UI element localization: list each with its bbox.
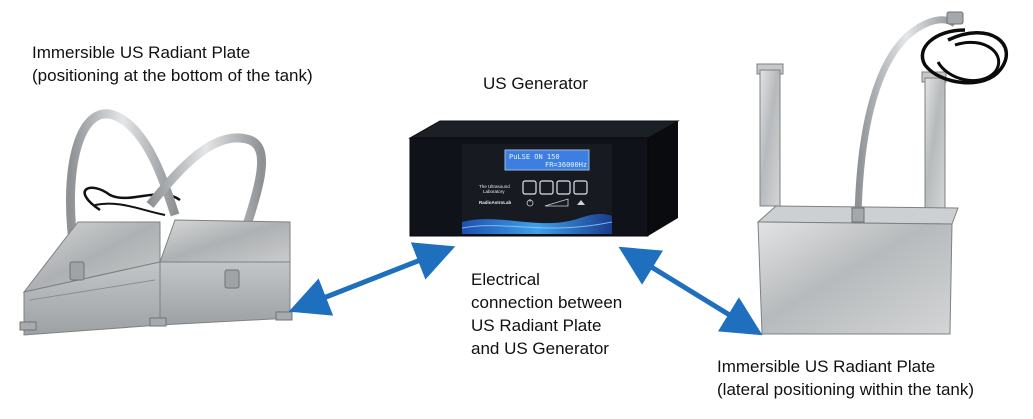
- hanger-bracket: [924, 77, 946, 209]
- left-connection-arrow: [288, 242, 456, 316]
- left-plate-caption-line1: Immersible US Radiant Plate: [32, 43, 251, 62]
- hanger-bracket: [759, 69, 781, 207]
- brand-line3: RadioAstroLab: [479, 200, 512, 205]
- panel-button[interactable]: [573, 180, 588, 195]
- home-icon: [577, 200, 585, 205]
- panel-button[interactable]: [522, 180, 537, 195]
- panel-button[interactable]: [556, 180, 571, 195]
- hose-fitting: [224, 269, 240, 289]
- left-plate-caption: Immersible US Radiant Plate (positioning…: [32, 41, 313, 87]
- hose-fitting: [69, 261, 85, 281]
- hose-fitting: [946, 11, 964, 25]
- connection-caption-line4: and US Generator: [471, 339, 609, 358]
- generator-side: [648, 121, 678, 236]
- connection-caption-line2: connection between: [471, 293, 623, 312]
- panel-button[interactable]: [539, 180, 554, 195]
- right-connection-arrow: [618, 246, 763, 336]
- connection-caption-line3: US Radiant Plate: [471, 316, 602, 335]
- right-radiant-plate-image: [756, 11, 1008, 335]
- flexible-hose: [854, 16, 958, 219]
- generator-caption: US Generator: [483, 74, 588, 93]
- flexible-hose: [146, 133, 267, 272]
- steel-box-front: [757, 221, 953, 335]
- left-radiant-plate-image: [19, 109, 293, 336]
- right-plate-caption-line2: (lateral positioning within the tank): [717, 380, 975, 399]
- lcd-display: [504, 149, 590, 171]
- left-plate-caption-line2: (positioning at the bottom of the tank): [32, 66, 313, 85]
- black-cable: [920, 28, 1008, 85]
- generator-top: [408, 120, 680, 139]
- steel-box-top: [159, 219, 291, 263]
- hose-fitting: [851, 207, 865, 223]
- lcd-line2: FR=36000Hz: [545, 161, 587, 169]
- flexible-hose: [66, 109, 180, 263]
- right-plate-caption: Immersible US Radiant Plate (lateral pos…: [717, 355, 974, 401]
- blue-wave-graphic: [462, 214, 612, 234]
- us-generator-image: PuLSE ON 150 FR=36000Hz The Ultrasound L…: [408, 120, 680, 237]
- right-plate-caption-line1: Immersible US Radiant Plate: [717, 357, 936, 376]
- brand-line2: Laboratory: [483, 189, 505, 194]
- level-ramp-icon: [544, 198, 569, 207]
- connection-caption: Electrical connection between US Radiant…: [471, 268, 622, 360]
- black-cable: [94, 202, 166, 216]
- lcd-line1: PuLSE ON 150: [509, 153, 560, 161]
- brand-line1: The Ultrasound: [479, 184, 510, 189]
- connection-caption-line1: Electrical: [471, 270, 540, 289]
- black-cable: [936, 40, 1001, 83]
